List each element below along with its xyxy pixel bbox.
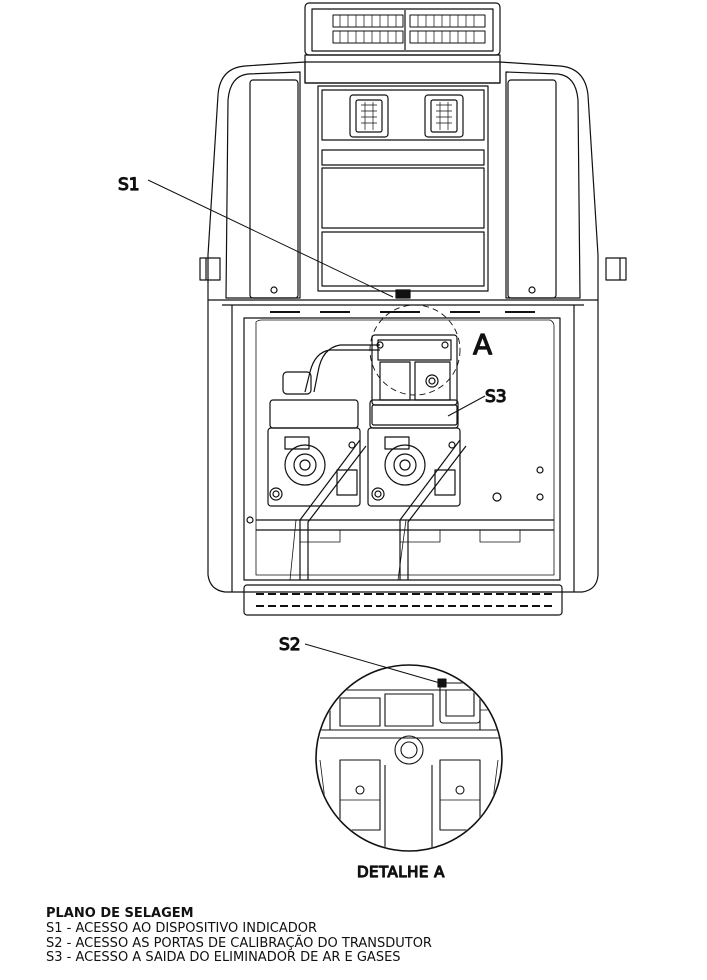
- base-grille: [243, 584, 563, 616]
- hydraulic-compartment: [207, 300, 599, 593]
- display-panel-right: [409, 14, 486, 44]
- sealing-plan-legend: PLANO DE SELAGEM S1 - ACESSO AO DISPOSIT…: [46, 906, 666, 966]
- meter-right: [367, 399, 461, 507]
- display-head: [304, 2, 501, 84]
- legend-item-s2: S2 - ACESSO AS PORTAS DE CALIBRAÇÃO DO T…: [46, 935, 432, 951]
- legend-title: PLANO DE SELAGEM: [46, 906, 194, 921]
- leader-s1: [147, 179, 394, 298]
- legend-item-s3: S3 - ACESSO A SAIDA DO ELIMINADOR DE AR …: [46, 950, 401, 965]
- gas-eliminator-block: [371, 334, 458, 426]
- display-panel-left: [332, 14, 404, 44]
- detail-caption: DETALHE A: [357, 863, 445, 881]
- callout-s2: S2: [279, 635, 301, 655]
- callout-s1: S1: [118, 175, 140, 195]
- meter-left: [267, 371, 361, 507]
- detail-a-view: [315, 664, 503, 852]
- cabinet-upper: [199, 61, 627, 301]
- leader-s2: [304, 643, 441, 684]
- callout-a: A: [473, 328, 492, 361]
- callout-s3: S3: [485, 387, 507, 407]
- legend-item-s1: S1 - ACESSO AO DISPOSITIVO INDICADOR: [46, 921, 318, 936]
- keypad-right: [424, 94, 464, 138]
- leader-s3: [447, 395, 486, 417]
- keypad-left: [349, 94, 389, 138]
